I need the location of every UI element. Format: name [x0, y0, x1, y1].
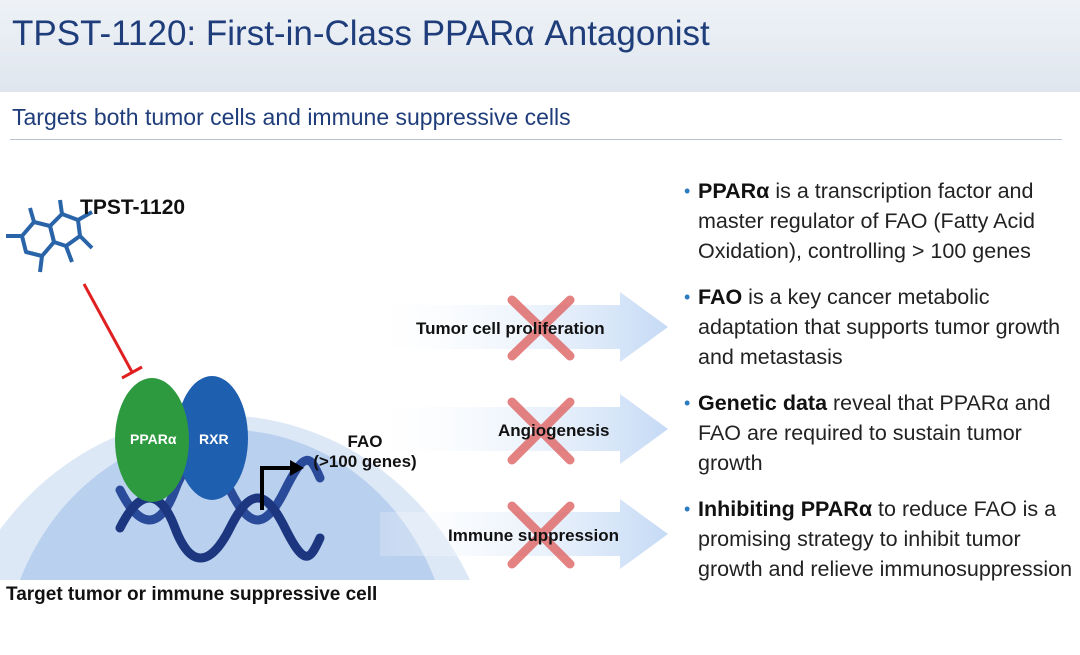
molecule-icon: [6, 199, 94, 273]
bullet-text: is a key cancer metabolic adaptation tha…: [698, 285, 1061, 369]
effect-arrow-1: [380, 292, 668, 362]
bullet-item: • Inhibiting PPARα to reduce FAO is a pro…: [684, 494, 1076, 584]
bullet-dot-icon: •: [684, 287, 691, 307]
effect-arrow-2: [380, 394, 668, 464]
bullet-list: • PPARα is a transcription factor and mas…: [684, 176, 1076, 600]
bullet-text: reveal that PPARα and FAO are required t…: [698, 391, 1051, 475]
bullet-dot-icon: •: [684, 181, 691, 201]
bullet-bold: FAO: [698, 285, 743, 309]
fao-label: FAO (>100 genes): [300, 432, 430, 472]
effect-label-proliferation: Tumor cell proliferation: [416, 319, 605, 338]
drug-label: TPST-1120: [80, 196, 186, 219]
cell-caption: Target tumor or immune suppressive cell: [6, 584, 378, 605]
ppar-alpha-protein: [115, 378, 189, 502]
fao-label-line1: FAO: [347, 432, 383, 451]
bullet-item: • FAO is a key cancer metabolic adaptatio…: [684, 282, 1076, 372]
fao-label-line2: (>100 genes): [313, 452, 417, 471]
effect-label-angiogenesis: Angiogenesis: [498, 421, 610, 440]
bullet-dot-icon: •: [684, 393, 691, 413]
rxr-label: RXR: [199, 431, 229, 447]
bullet-text: to reduce FAO is a promising strategy to…: [698, 497, 1073, 581]
rxr-protein: [176, 376, 248, 500]
bullet-item: • PPARα is a transcription factor and mas…: [684, 176, 1076, 266]
transcription-arrow-icon: [260, 466, 292, 510]
cross-mark-3: [507, 501, 575, 569]
transcription-arrow-head: [290, 460, 304, 476]
title-bar: [0, 0, 1080, 92]
effect-label-immune-suppression: Immune suppression: [448, 526, 619, 545]
page-title: TPST-1120: First-in-Class PPARα Antagoni…: [12, 14, 710, 53]
cross-mark-2: [507, 397, 575, 465]
bullet-bold: Inhibiting PPARα: [698, 497, 873, 521]
header-divider: [10, 139, 1062, 140]
inhibition-line: [82, 283, 143, 380]
bullet-bold: PPARα: [698, 179, 770, 203]
bullet-dot-icon: •: [684, 499, 691, 519]
effect-arrow-3: [380, 499, 668, 569]
bullet-bold: Genetic data: [698, 391, 828, 415]
bullet-text: is a transcription factor and master reg…: [698, 179, 1035, 263]
page-subtitle: Targets both tumor cells and immune supp…: [12, 104, 571, 130]
bullet-item: • Genetic data reveal that PPARα and FAO …: [684, 388, 1076, 478]
ppar-alpha-label: PPARα: [130, 431, 177, 447]
cross-mark-1: [507, 295, 575, 361]
